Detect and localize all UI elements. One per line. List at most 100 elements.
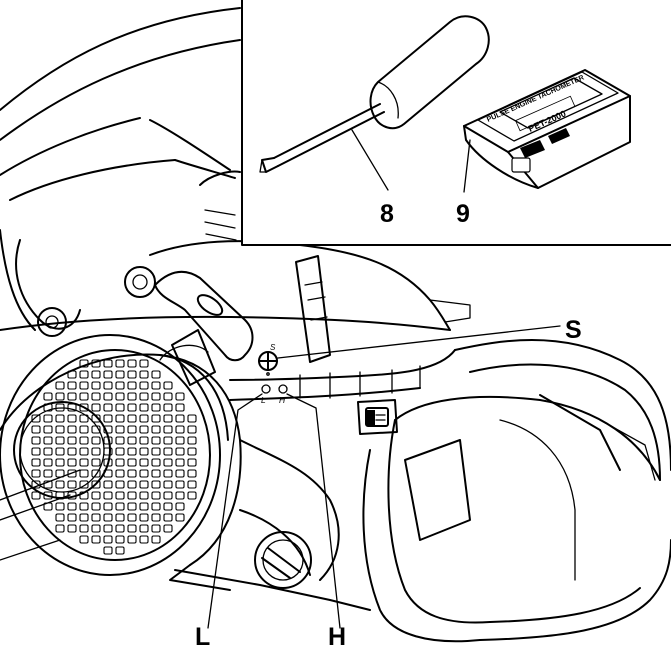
grille-slot xyxy=(115,414,125,423)
grille-slot xyxy=(127,403,137,412)
grille-slot xyxy=(67,480,77,489)
grille-slot xyxy=(79,469,89,478)
grille-slot xyxy=(91,513,101,522)
grille-slot xyxy=(115,502,125,511)
grille-slot xyxy=(79,381,89,390)
grille-slot xyxy=(79,447,89,456)
grille-slot xyxy=(67,403,77,412)
grille-slot xyxy=(79,414,89,423)
grille-slot xyxy=(55,469,65,478)
grille-slot xyxy=(55,502,65,511)
grille-slot xyxy=(43,447,53,456)
grille-slot xyxy=(103,535,113,544)
grille-slot xyxy=(127,480,137,489)
grille-slot xyxy=(115,392,125,401)
grille-slot xyxy=(79,392,89,401)
grille-slot xyxy=(127,469,137,478)
grille-slot xyxy=(43,502,53,511)
grille-slot xyxy=(175,436,185,445)
grille-slot xyxy=(151,403,161,412)
grille-slot xyxy=(151,480,161,489)
grille-slot xyxy=(151,469,161,478)
grille-slot xyxy=(163,502,173,511)
grille-slot xyxy=(103,359,113,368)
grille-slot xyxy=(127,381,137,390)
grille-slot xyxy=(187,436,197,445)
grille-slot xyxy=(139,458,149,467)
grille-slot xyxy=(151,458,161,467)
grille-slot xyxy=(103,414,113,423)
callout-s-leader xyxy=(277,325,561,359)
grille-slot xyxy=(115,524,125,533)
grille-slot xyxy=(187,469,197,478)
grille-slot xyxy=(163,524,173,533)
grille-slot xyxy=(67,524,77,533)
grille-slot xyxy=(67,458,77,467)
grille-slot xyxy=(127,370,137,379)
grille-slot xyxy=(55,381,65,390)
grille-slot xyxy=(127,436,137,445)
grille-slot xyxy=(31,491,41,500)
grille-slot xyxy=(31,436,41,445)
grille-slot xyxy=(55,436,65,445)
grille-slot xyxy=(103,502,113,511)
grille-slot xyxy=(55,513,65,522)
grille-slot xyxy=(163,436,173,445)
callout-h-leader xyxy=(286,393,341,629)
grille-slot xyxy=(43,392,53,401)
grille-slot xyxy=(115,436,125,445)
screwdriver-tool xyxy=(259,15,490,173)
grille-slot xyxy=(31,447,41,456)
grille-slot xyxy=(91,502,101,511)
chainsaw-body xyxy=(0,7,671,643)
grille-slot xyxy=(79,524,89,533)
grille-slot xyxy=(103,546,113,555)
grille-slot xyxy=(163,381,173,390)
grille-slot xyxy=(31,414,41,423)
tools-inset-panel: PULSE ENGINE TACHOMETER PET-2000 8 9 xyxy=(241,0,671,246)
grille-slot xyxy=(103,370,113,379)
grille-slot xyxy=(139,436,149,445)
grille-slot xyxy=(139,392,149,401)
grille-slot xyxy=(103,513,113,522)
low-jet-mark: L xyxy=(261,395,266,405)
grille-slot xyxy=(43,436,53,445)
grille-slot xyxy=(115,381,125,390)
grille-slot xyxy=(115,425,125,434)
grille-slot xyxy=(151,535,161,544)
idle-screw-mark: S xyxy=(270,343,276,352)
grille-slot xyxy=(31,480,41,489)
grille-slot xyxy=(127,535,137,544)
grille-slot xyxy=(187,425,197,434)
grille-slot xyxy=(79,403,89,412)
grille-slot xyxy=(79,370,89,379)
grille-slot xyxy=(139,480,149,489)
grille-slot xyxy=(67,436,77,445)
grille-slot xyxy=(67,425,77,434)
callout-9: 9 xyxy=(456,200,470,228)
grille-slot xyxy=(79,513,89,522)
grille-slot xyxy=(115,546,125,555)
grille-slot xyxy=(115,535,125,544)
grille-slot xyxy=(91,524,101,533)
grille-slot xyxy=(115,458,125,467)
grille-slot xyxy=(103,381,113,390)
grille-slot xyxy=(187,447,197,456)
grille-slot xyxy=(103,403,113,412)
grille-slot xyxy=(67,370,77,379)
grille-slot xyxy=(127,491,137,500)
grille-slot xyxy=(67,414,77,423)
grille-slot xyxy=(115,403,125,412)
grille-slot xyxy=(127,414,137,423)
grille-slot xyxy=(151,502,161,511)
grille-slot xyxy=(175,458,185,467)
grille-slot xyxy=(115,480,125,489)
callout-8: 8 xyxy=(380,200,394,228)
grille-slot xyxy=(151,491,161,500)
grille-slot xyxy=(103,524,113,533)
grille-slot xyxy=(79,359,89,368)
grille-slot xyxy=(139,502,149,511)
grille-slot xyxy=(175,425,185,434)
grille-slot xyxy=(151,414,161,423)
